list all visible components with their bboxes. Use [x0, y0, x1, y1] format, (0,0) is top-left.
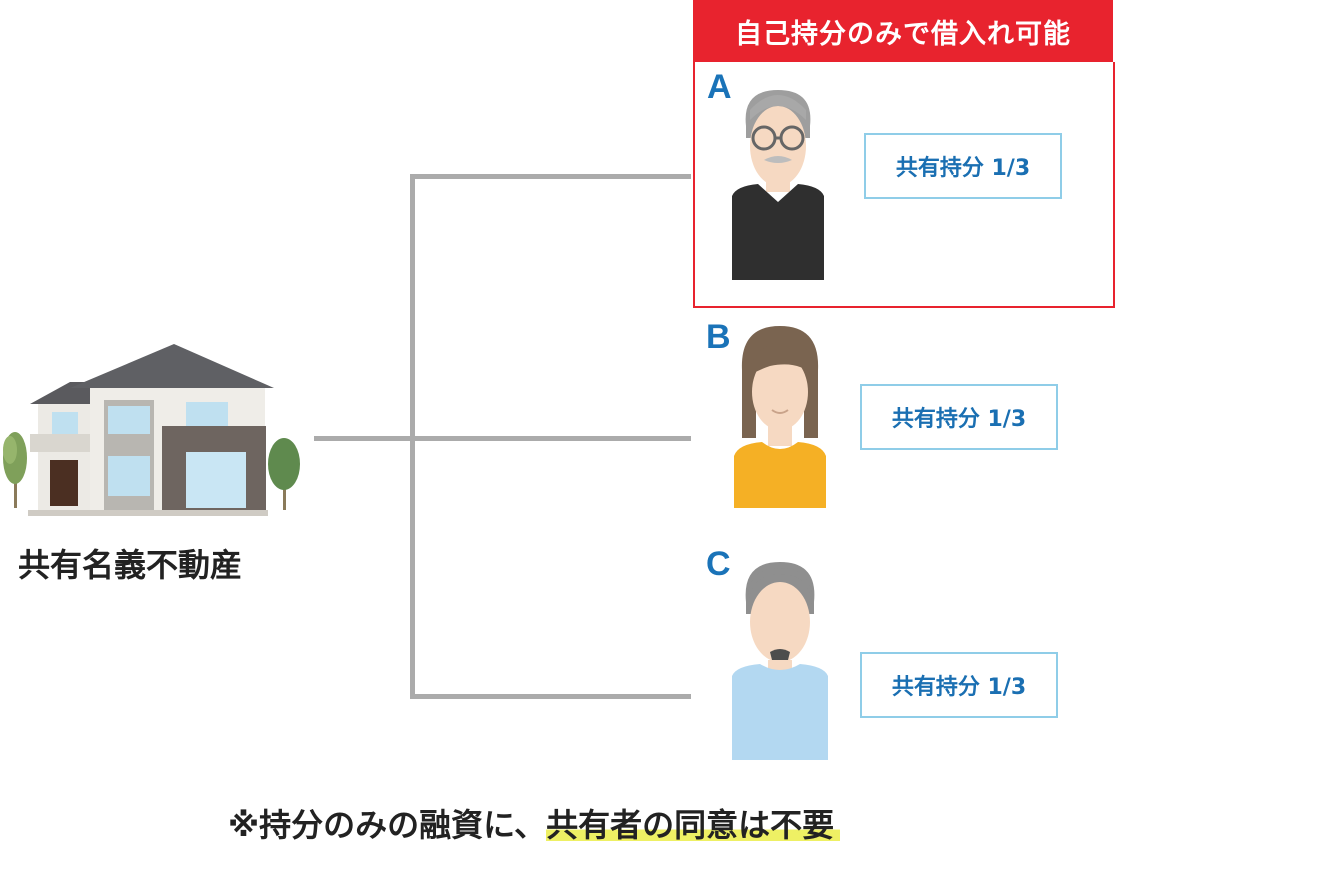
connector-a [410, 174, 691, 179]
footnote-prefix: ※持分のみの融資に、 [228, 806, 547, 844]
tree-left-icon [3, 432, 27, 508]
owner-b-share: 共有持分 1/3 [860, 384, 1058, 450]
connector-b [410, 436, 691, 441]
connector-c [410, 694, 691, 699]
tree-right-icon [268, 438, 300, 510]
owner-a-letter: A [707, 68, 732, 106]
woman-icon [734, 326, 826, 508]
banner-title: 自己持分のみで借入れ可能 [693, 0, 1113, 62]
footnote-highlight: 共有者の同意は不要 [546, 806, 841, 844]
man-icon [732, 562, 828, 760]
owner-b-letter: B [706, 318, 731, 356]
elderly-man-icon [732, 90, 824, 280]
owner-a-share: 共有持分 1/3 [864, 133, 1062, 199]
property-label: 共有名義不動産 [18, 546, 243, 584]
owner-c-share: 共有持分 1/3 [860, 652, 1058, 718]
owner-a-highlight-box [693, 62, 1115, 308]
owner-c-letter: C [706, 545, 731, 583]
connector-house [314, 436, 414, 441]
footnote: ※持分のみの融資に、共有者の同意は不要 [228, 800, 841, 846]
house-illustration [3, 344, 300, 516]
